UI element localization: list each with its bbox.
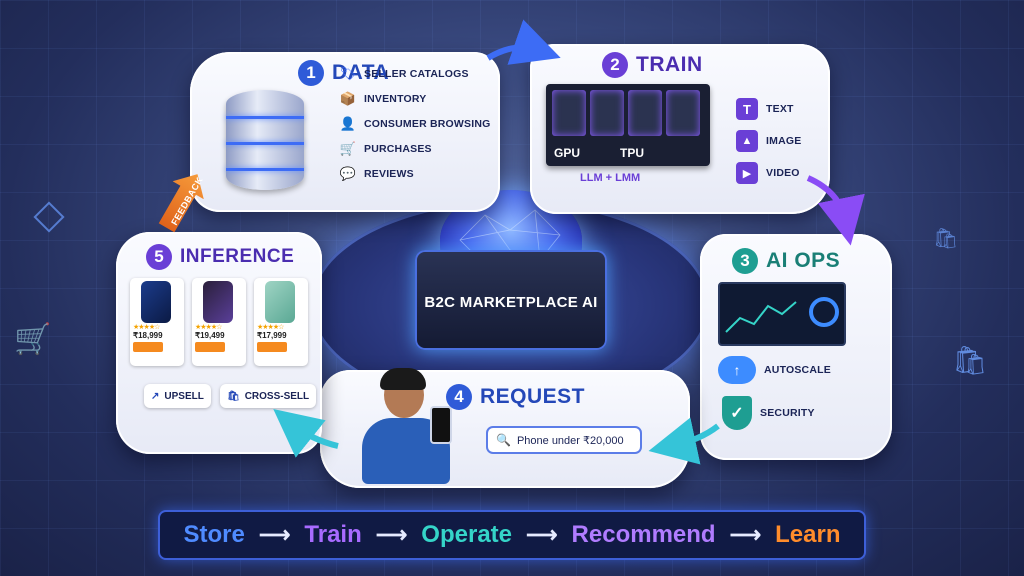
tag-icon: 🏷 xyxy=(339,66,357,81)
flow-arrow: ⟶ xyxy=(258,522,291,547)
flow-step-store: Store xyxy=(183,521,245,548)
phone-image xyxy=(265,281,295,323)
card-title: REQUEST xyxy=(480,385,586,408)
card-title: TRAIN xyxy=(636,53,703,76)
cart-icon: 🛒 xyxy=(14,323,52,356)
gpu-server-rack: GPU TPU xyxy=(546,84,710,166)
data-item: 👤CONSUMER BROWSING xyxy=(339,116,491,131)
flow-step-recommend: Recommend xyxy=(571,521,716,548)
flow-summary-bar: Store ⟶ Train ⟶ Operate ⟶ Recommend ⟶ Le… xyxy=(158,510,866,560)
cart-icon: 🛒 xyxy=(339,141,357,156)
phone-icon xyxy=(430,406,452,444)
data-item: 🛒PURCHASES xyxy=(339,141,432,156)
chat-icon: 💬 xyxy=(339,166,357,181)
data-card: 1 DATA 🏷SELLER CATALOGS 📦INVENTORY 👤CONS… xyxy=(190,52,500,212)
aiops-card: 3 AI OPS ↑ AUTOSCALE ✓ SECURITY xyxy=(700,234,892,460)
upsell-chip[interactable]: ↗UPSELL xyxy=(144,384,211,408)
card-title: DATA xyxy=(332,61,390,84)
trend-up-icon: ↗ xyxy=(151,390,160,402)
center-label: B2C MARKETPLACE AI xyxy=(424,294,598,311)
add-to-cart-button[interactable] xyxy=(195,342,225,352)
tpu-label: TPU xyxy=(620,146,645,160)
aiops-item: ✓ SECURITY xyxy=(722,396,815,430)
flow-arrow: ⟶ xyxy=(729,522,762,547)
step-number: 5 xyxy=(146,244,172,270)
gpu-label: GPU xyxy=(554,146,581,160)
step-number: 4 xyxy=(446,384,472,410)
inference-card: 5 INFERENCE ★★★★☆ ₹18,999 ★★★★☆ ₹19,499 … xyxy=(116,232,322,454)
metrics-chart xyxy=(725,297,839,333)
data-item: 💬REVIEWS xyxy=(339,166,414,181)
search-query: Phone under ₹20,000 xyxy=(516,434,624,447)
aiops-item: ↑ AUTOSCALE xyxy=(718,356,831,384)
add-to-cart-button[interactable] xyxy=(257,342,287,352)
shield-check-icon: ✓ xyxy=(722,396,752,430)
data-item: 🏷SELLER CATALOGS xyxy=(339,66,469,81)
rating-stars: ★★★★☆ xyxy=(257,324,284,331)
phone-image xyxy=(141,281,171,323)
step-number: 1 xyxy=(298,60,324,86)
product-card[interactable]: ★★★★☆ ₹17,999 xyxy=(254,278,308,366)
dashboard-monitor xyxy=(718,282,846,346)
flow-arrow: ⟶ xyxy=(526,522,558,547)
ai-chip: B2C MARKETPLACE AI xyxy=(415,250,607,350)
request-card: 4 REQUEST 🔍 Phone under ₹20,000 xyxy=(320,368,690,488)
cross-sell-chip[interactable]: 🛍CROSS-SELL xyxy=(220,384,317,408)
video-icon: ▶ xyxy=(736,162,758,184)
step-number: 3 xyxy=(732,248,758,274)
image-icon: ▲ xyxy=(736,130,758,152)
step-number: 2 xyxy=(602,52,628,78)
model-label: LLM + LMM xyxy=(580,172,641,184)
box-icon: 📦 xyxy=(339,91,357,106)
add-to-cart-button[interactable] xyxy=(133,342,163,352)
modality-item: ▲IMAGE xyxy=(736,130,801,152)
search-box[interactable]: 🔍 Phone under ₹20,000 xyxy=(486,426,642,454)
product-card[interactable]: ★★★★☆ ₹19,499 xyxy=(192,278,246,366)
data-item: 📦INVENTORY xyxy=(339,91,427,106)
cloud-upload-icon: ↑ xyxy=(718,356,756,384)
card-title: AI OPS xyxy=(766,249,841,272)
database-icon xyxy=(226,90,304,190)
bag-icon: 🛍 xyxy=(227,390,240,402)
flow-step-operate: Operate xyxy=(421,521,512,548)
search-icon: 🔍 xyxy=(496,433,511,447)
flow-arrow: ⟶ xyxy=(375,522,408,547)
user-avatar xyxy=(362,366,458,484)
rating-stars: ★★★★☆ xyxy=(195,324,222,331)
phone-image xyxy=(203,281,233,323)
rating-stars: ★★★★☆ xyxy=(133,324,160,331)
user-icon: 👤 xyxy=(339,116,357,131)
flow-step-learn: Learn xyxy=(775,521,841,548)
flow-step-train: Train xyxy=(304,521,362,548)
text-icon: T xyxy=(736,98,758,120)
bag-icon: 🛍 xyxy=(952,345,988,376)
product-card[interactable]: ★★★★☆ ₹18,999 xyxy=(130,278,184,366)
card-title: INFERENCE xyxy=(180,246,295,267)
bag-icon: 🛍 xyxy=(933,228,959,250)
modality-item: ▶VIDEO xyxy=(736,162,801,184)
